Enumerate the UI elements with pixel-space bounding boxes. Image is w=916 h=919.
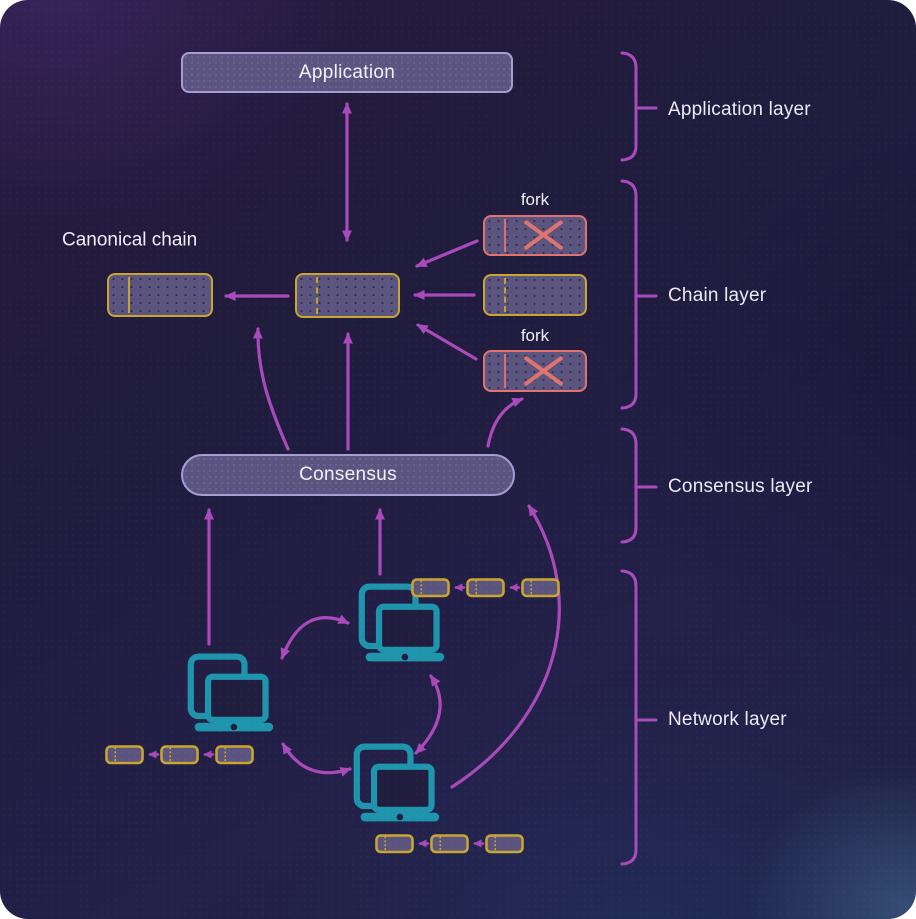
block-divider <box>504 219 506 252</box>
mini-blockchain-node2 <box>411 578 560 598</box>
bracket-consensus-layer <box>620 427 658 544</box>
arrow-top-fork-to-center-block <box>415 239 479 268</box>
canonical-chain-label: Canonical chain <box>62 229 198 251</box>
arrow-network-to-consensus-big-arc <box>450 504 561 789</box>
arrow-node2-node3-bidirectional <box>414 674 442 755</box>
bracket-application-layer <box>620 51 658 162</box>
consensus-box: Consensus <box>181 454 515 496</box>
laptop-tablet-device-icon <box>357 747 439 822</box>
mini-blockchain-node3 <box>375 834 524 854</box>
application-box: Application <box>181 52 513 93</box>
mini-blockchain-node1 <box>105 745 254 765</box>
layer-label-network: Network layer <box>668 709 787 730</box>
layer-label-application: Application layer <box>668 99 811 120</box>
chain-block-right <box>483 274 587 316</box>
block-divider <box>128 277 130 313</box>
block-divider <box>504 278 506 312</box>
bracket-chain-layer <box>620 179 658 410</box>
chain-block-center <box>295 273 400 318</box>
laptop-tablet-device-icon <box>191 657 273 732</box>
block-divider <box>316 277 318 314</box>
laptop-tablet-device-icon <box>362 587 444 662</box>
network-node-1 <box>191 657 273 732</box>
layer-label-consensus: Consensus layer <box>668 476 813 497</box>
arrow-node1-node3-bidirectional <box>281 742 352 777</box>
network-node-2 <box>362 587 444 662</box>
bracket-network-layer <box>620 569 658 866</box>
fork-block-bottom <box>483 350 587 392</box>
arrow-bottom-fork-to-center-block <box>416 323 478 361</box>
block-divider <box>504 354 506 388</box>
arrow-node1-node2-bidirectional <box>280 614 350 660</box>
arrow-consensus-to-bottom-fork-curved <box>486 397 524 448</box>
consensus-box-label: Consensus <box>299 464 397 485</box>
fork-label-bottom: fork <box>520 326 550 345</box>
fork-label-top: fork <box>520 190 550 209</box>
application-box-label: Application <box>298 61 396 83</box>
network-node-3 <box>357 747 439 822</box>
layer-label-chain: Chain layer <box>668 285 767 306</box>
fork-block-top <box>483 215 587 256</box>
arrow-consensus-to-left-block-curved <box>252 327 290 451</box>
chain-block-left <box>107 273 213 317</box>
